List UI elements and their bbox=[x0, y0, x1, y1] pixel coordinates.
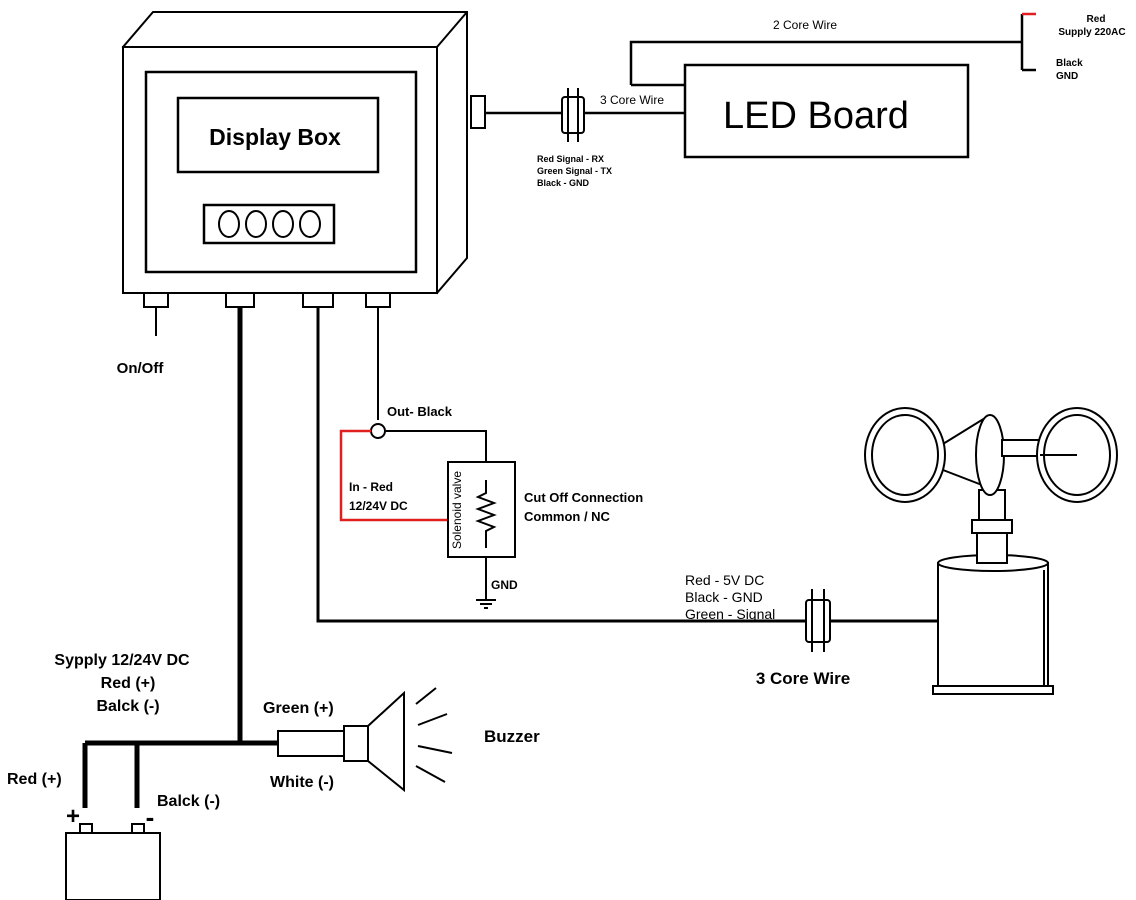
supply-label-2: Red (+) bbox=[101, 675, 156, 692]
signal-legend-2: Green Signal - TX bbox=[537, 166, 612, 176]
solenoid-junction bbox=[370, 423, 386, 439]
two-core-wire bbox=[629, 40, 1022, 85]
signal-legend-3: Black - GND bbox=[537, 178, 590, 188]
inline-connector-bottom bbox=[805, 589, 831, 652]
anemometer-body bbox=[937, 562, 1049, 687]
solenoid-valve-label: Solenoid valve bbox=[450, 471, 464, 549]
supply-label-3: Balck (-) bbox=[96, 698, 159, 715]
buzzer-plug bbox=[277, 730, 345, 757]
supply-gnd-label: GND bbox=[1056, 71, 1078, 82]
connector-sensor bbox=[302, 292, 334, 308]
sound-line-1 bbox=[415, 687, 437, 705]
led-board bbox=[683, 63, 970, 159]
connector-supply bbox=[225, 292, 255, 308]
solenoid-coil bbox=[475, 480, 497, 548]
solenoid-gnd-label: GND bbox=[491, 578, 518, 592]
led-board-title: LED Board bbox=[723, 95, 909, 137]
anemometer-hub bbox=[975, 414, 1005, 496]
anemometer-legend-2: Black - GND bbox=[685, 589, 763, 605]
anemometer-legend-1: Red - 5V DC bbox=[685, 572, 764, 588]
anemometer-base bbox=[932, 685, 1054, 695]
cutoff-label-2: Common / NC bbox=[524, 509, 611, 524]
buzzer-white-label: White (-) bbox=[270, 774, 334, 791]
connector-solenoid bbox=[365, 292, 391, 308]
digit-3 bbox=[272, 210, 294, 238]
connector-led bbox=[470, 95, 486, 129]
supply-220-label: Supply 220AC bbox=[1058, 27, 1125, 38]
battery-minus-sign: - bbox=[146, 802, 155, 832]
battery-black-label: Balck (-) bbox=[157, 793, 220, 810]
inline-connector-top bbox=[561, 88, 585, 142]
buzzer-horn bbox=[367, 690, 405, 793]
digit-1 bbox=[218, 210, 240, 238]
digit-4 bbox=[299, 210, 321, 238]
buzzer-neck bbox=[343, 725, 369, 762]
digit-2 bbox=[245, 210, 267, 238]
battery-plus-sign: + bbox=[66, 803, 80, 830]
two-core-label: 2 Core Wire bbox=[773, 18, 837, 32]
anemometer-collar bbox=[971, 519, 1013, 534]
supply-label-1: Sypply 12/24V DC bbox=[54, 652, 190, 669]
display-box-title: Display Box bbox=[209, 124, 341, 150]
buzzer-label: Buzzer bbox=[484, 727, 540, 746]
sound-line-3 bbox=[417, 745, 453, 754]
battery-plus-terminal bbox=[79, 823, 93, 834]
ground-icon bbox=[476, 590, 496, 609]
display-box-edge bbox=[436, 11, 468, 48]
buzzer-green-label: Green (+) bbox=[263, 700, 334, 717]
three-core-bottom-label: 3 Core Wire bbox=[756, 669, 850, 688]
buzzer-icon bbox=[277, 687, 453, 793]
out-black-label: Out- Black bbox=[387, 404, 453, 419]
display-screen bbox=[176, 96, 380, 174]
in-red-label: In - Red bbox=[349, 480, 393, 494]
anemometer-legend-3: Green - Signal bbox=[685, 606, 775, 622]
three-core-top-label: 3 Core Wire bbox=[600, 93, 664, 107]
display-box bbox=[121, 11, 486, 308]
anemometer-icon bbox=[864, 407, 1118, 695]
in-voltage-label: 12/24V DC bbox=[349, 499, 408, 513]
connector-onoff bbox=[143, 292, 169, 308]
battery-icon bbox=[65, 832, 161, 900]
signal-legend-1: Red Signal - RX bbox=[537, 154, 604, 164]
cutoff-label-1: Cut Off Connection bbox=[524, 490, 643, 505]
sound-line-4 bbox=[415, 765, 446, 783]
red-in-wire bbox=[339, 429, 448, 522]
sound-line-2 bbox=[417, 713, 448, 726]
supply-black-label: Black bbox=[1056, 58, 1083, 69]
battery-minus-terminal bbox=[131, 823, 145, 834]
battery-red-label: Red (+) bbox=[7, 771, 62, 788]
sensor-wire bbox=[316, 307, 938, 623]
supply-red-label: Red bbox=[1087, 14, 1106, 25]
anemometer-neck bbox=[976, 532, 1008, 564]
cup-left-inner bbox=[871, 414, 939, 496]
onoff-label: On/Off bbox=[117, 360, 165, 377]
